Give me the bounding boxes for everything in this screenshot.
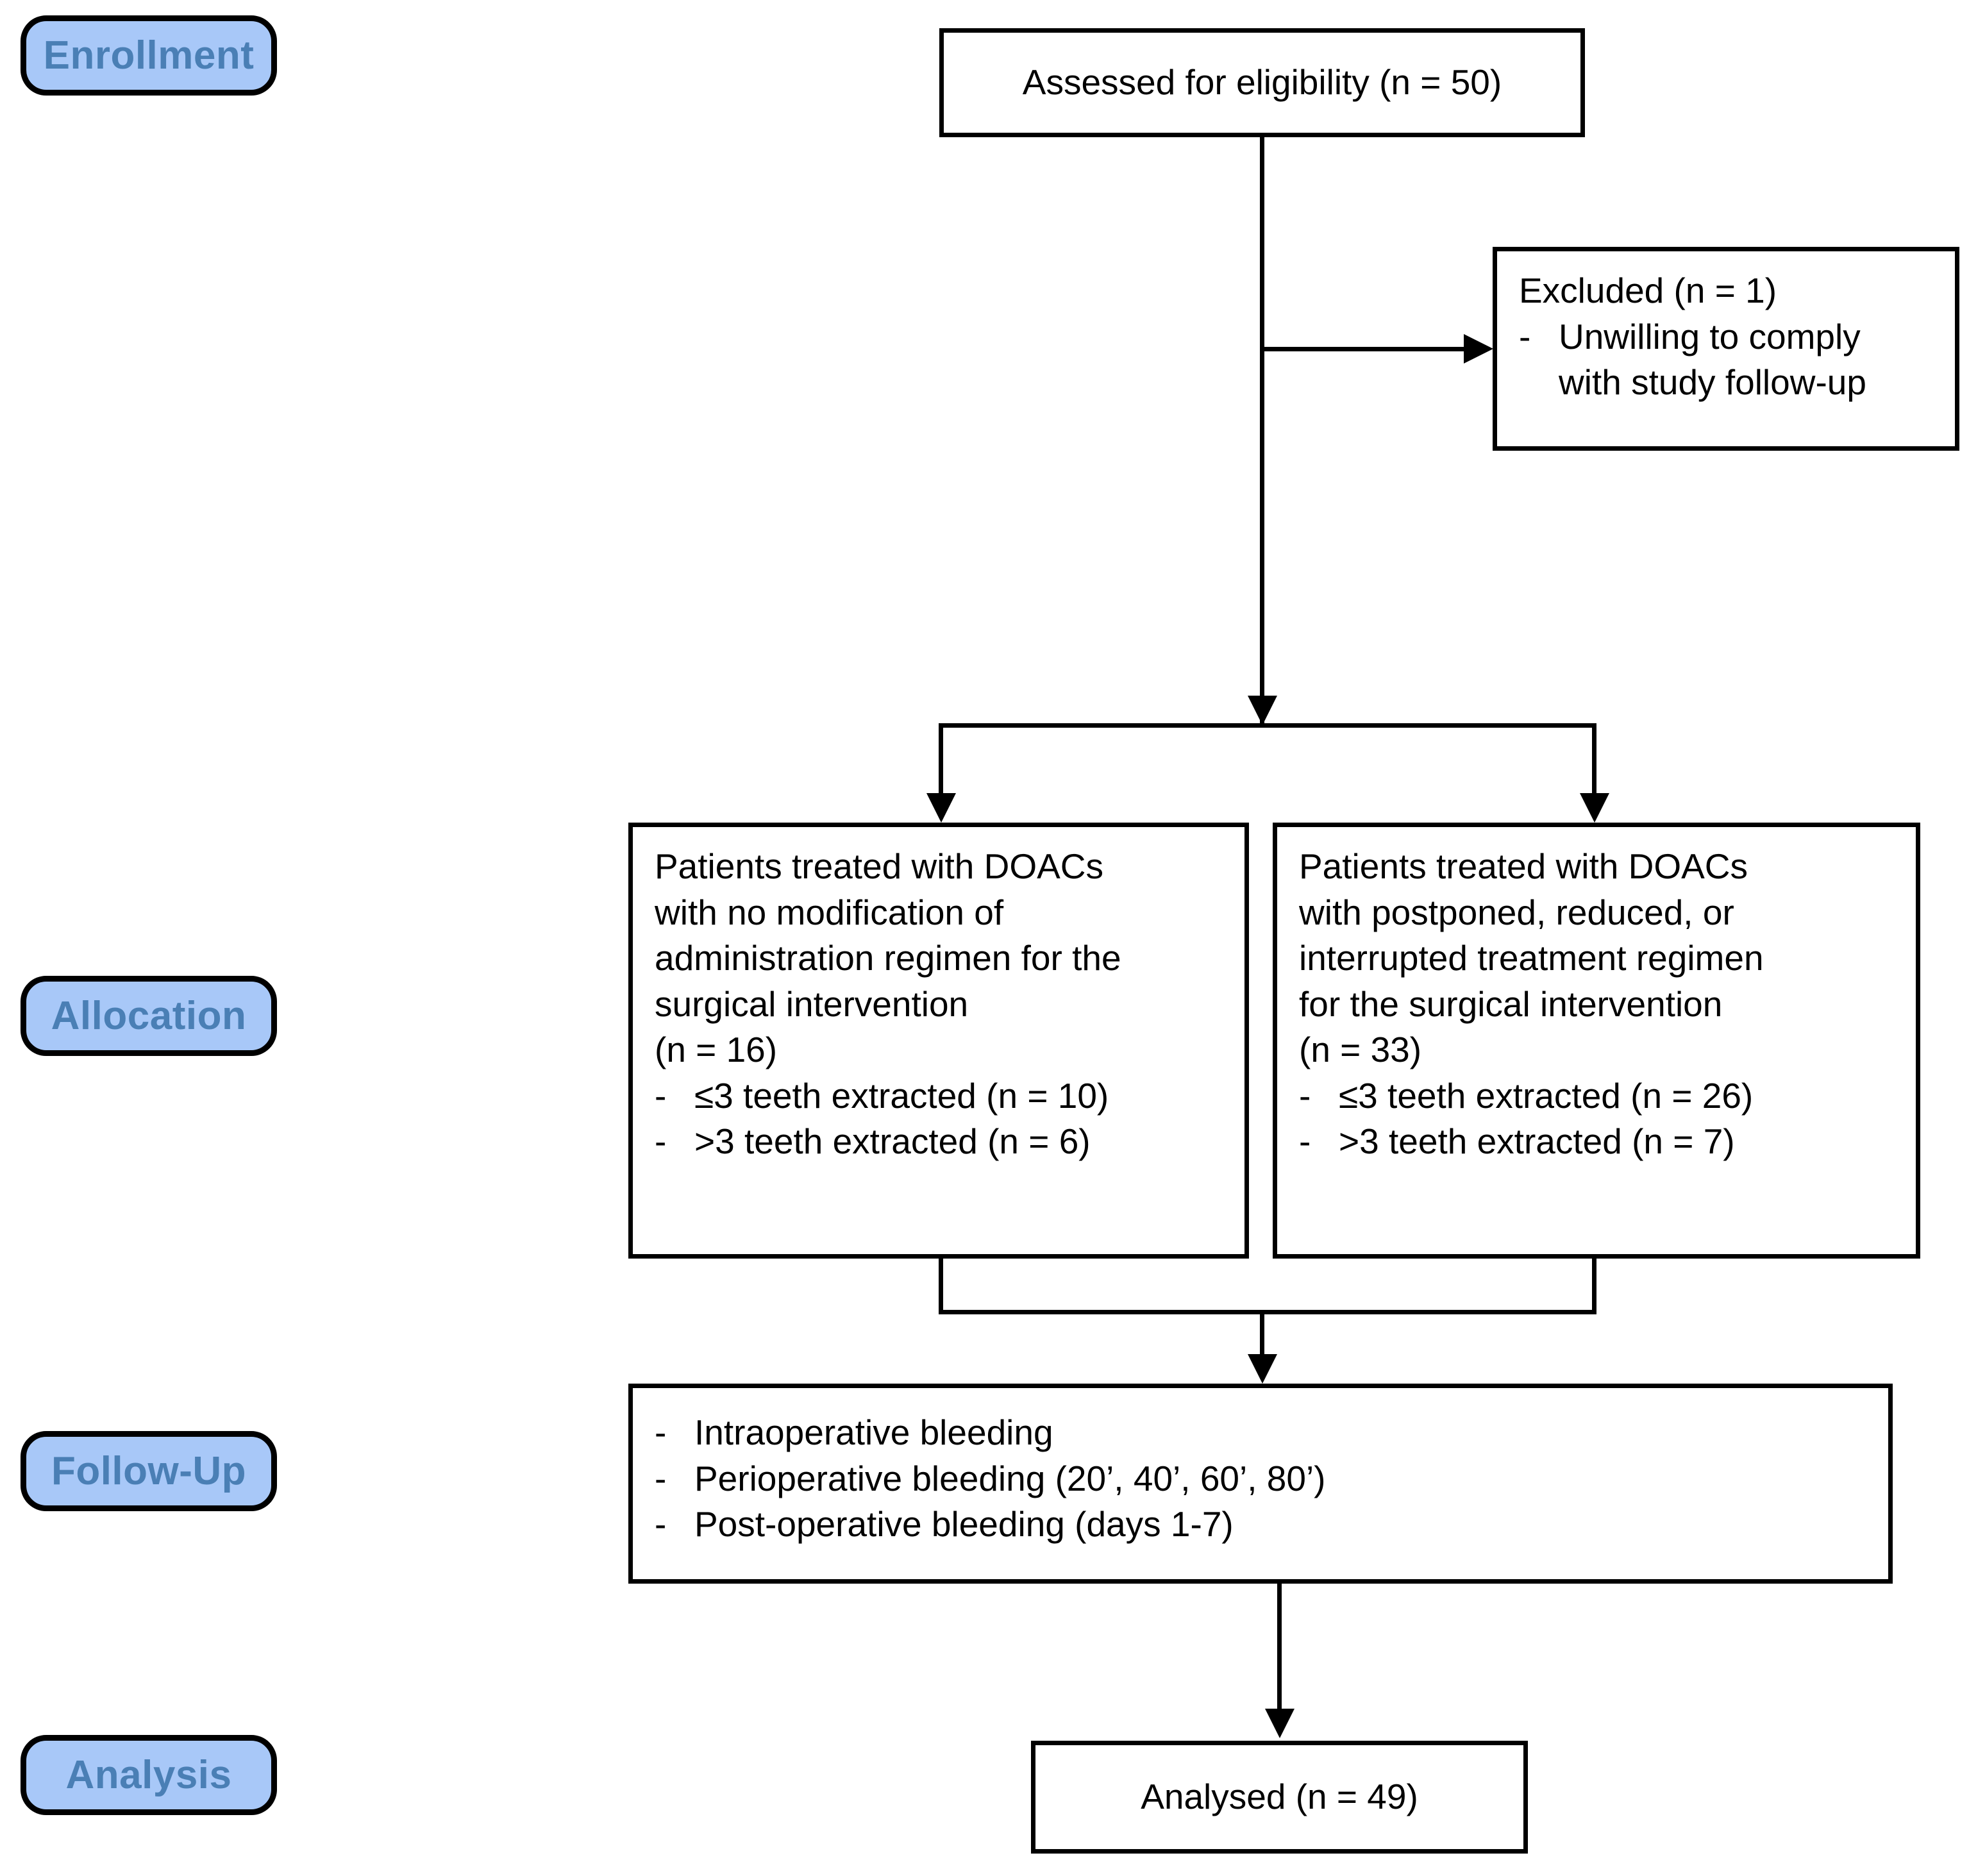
stage-label-text: Enrollment bbox=[43, 33, 255, 78]
arm-right-count: (n = 33) bbox=[1299, 1030, 1422, 1069]
arm-left-bullet-2: >3 teeth extracted (n = 6) bbox=[694, 1121, 1091, 1161]
connector-split-to-left-arm bbox=[939, 723, 943, 799]
stage-label-text: Allocation bbox=[51, 993, 247, 1038]
bullet-dash-icon: - bbox=[655, 1504, 667, 1544]
connector-followup-to-analysed bbox=[1277, 1584, 1282, 1712]
followup-item-row: - Perioperative bleeding (20’, 40’, 60’,… bbox=[655, 1456, 1866, 1502]
arm-right-line4: for the surgical intervention bbox=[1299, 984, 1723, 1024]
bullet-dash-icon: - bbox=[655, 1458, 667, 1498]
connector-allocation-split-bar bbox=[939, 723, 1596, 728]
arm-right-line2: with postponed, reduced, or bbox=[1299, 892, 1734, 932]
arm-right-line3: interrupted treatment regimen bbox=[1299, 938, 1764, 978]
followup-item-2: Perioperative bleeding (20’, 40’, 60’, 8… bbox=[694, 1458, 1326, 1498]
arrow-down-icon bbox=[1248, 1354, 1277, 1384]
bullet-dash-icon: - bbox=[1299, 1075, 1311, 1116]
node-assessed-for-eligibility: Assessed for eligibility (n = 50) bbox=[939, 28, 1585, 137]
stage-label-text: Follow-Up bbox=[51, 1448, 247, 1493]
followup-item-row: - Post-operative bleeding (days 1-7) bbox=[655, 1502, 1866, 1548]
arm-left-line2: with no modification of bbox=[655, 892, 1004, 932]
stage-label-allocation: Allocation bbox=[21, 976, 277, 1056]
arm-left-line4: surgical intervention bbox=[655, 984, 969, 1024]
excluded-reason-line2: with study follow-up bbox=[1559, 362, 1866, 402]
excluded-reason-row: - Unwilling to comply with study follow-… bbox=[1519, 314, 1933, 406]
arm-right-bullet-1: ≤3 teeth extracted (n = 26) bbox=[1339, 1075, 1754, 1116]
arrow-right-icon bbox=[1464, 334, 1493, 364]
arrow-down-icon bbox=[1265, 1709, 1295, 1738]
node-arm-modified-regimen: Patients treated with DOACs with postpon… bbox=[1273, 823, 1920, 1259]
arrow-down-icon bbox=[1248, 696, 1277, 725]
connector-merge-to-followup bbox=[1260, 1310, 1264, 1358]
analysed-text: Analysed (n = 49) bbox=[1141, 1777, 1418, 1817]
excluded-title: Excluded (n = 1) bbox=[1519, 271, 1777, 310]
stage-label-analysis: Analysis bbox=[21, 1735, 277, 1815]
arm-right-bullet-row: - ≤3 teeth extracted (n = 26) bbox=[1299, 1073, 1894, 1119]
connector-merge-bar bbox=[939, 1310, 1596, 1314]
connector-excluded-branch bbox=[1262, 347, 1464, 351]
connector-right-arm-to-merge bbox=[1592, 1259, 1596, 1314]
bullet-dash-icon: - bbox=[1299, 1121, 1311, 1161]
bullet-dash-icon: - bbox=[655, 1075, 667, 1116]
bullet-dash-icon: - bbox=[1519, 316, 1531, 356]
arrow-down-icon bbox=[1580, 793, 1609, 823]
excluded-reason-line1: Unwilling to comply bbox=[1559, 316, 1861, 356]
followup-item-3: Post-operative bleeding (days 1-7) bbox=[694, 1504, 1234, 1544]
connector-split-to-right-arm bbox=[1592, 723, 1596, 799]
connector-left-arm-to-merge bbox=[939, 1259, 943, 1314]
connector-assessed-to-split bbox=[1260, 137, 1264, 724]
followup-item-row: - Intraoperative bleeding bbox=[655, 1410, 1866, 1456]
arm-right-bullet-2: >3 teeth extracted (n = 7) bbox=[1339, 1121, 1735, 1161]
arrow-down-icon bbox=[926, 793, 956, 823]
arm-left-line3: administration regimen for the bbox=[655, 938, 1121, 978]
arm-left-count: (n = 16) bbox=[655, 1030, 778, 1069]
assessed-text: Assessed for eligibility (n = 50) bbox=[1022, 62, 1502, 103]
node-arm-no-modification: Patients treated with DOACs with no modi… bbox=[628, 823, 1249, 1259]
bullet-dash-icon: - bbox=[655, 1412, 667, 1452]
followup-item-1: Intraoperative bleeding bbox=[694, 1412, 1053, 1452]
node-followup-outcomes: - Intraoperative bleeding - Perioperativ… bbox=[628, 1384, 1893, 1584]
arm-right-bullet-row: - >3 teeth extracted (n = 7) bbox=[1299, 1119, 1894, 1165]
bullet-dash-icon: - bbox=[655, 1121, 667, 1161]
arm-left-line1: Patients treated with DOACs bbox=[655, 846, 1104, 886]
arm-left-bullet-row: - >3 teeth extracted (n = 6) bbox=[655, 1119, 1223, 1165]
node-excluded: Excluded (n = 1) - Unwilling to comply w… bbox=[1493, 247, 1959, 451]
arm-left-bullet-1: ≤3 teeth extracted (n = 10) bbox=[694, 1075, 1109, 1116]
arm-right-line1: Patients treated with DOACs bbox=[1299, 846, 1748, 886]
arm-left-bullet-row: - ≤3 teeth extracted (n = 10) bbox=[655, 1073, 1223, 1119]
node-analysed: Analysed (n = 49) bbox=[1031, 1741, 1528, 1854]
stage-label-enrollment: Enrollment bbox=[21, 15, 277, 96]
stage-label-followup: Follow-Up bbox=[21, 1431, 277, 1511]
stage-label-text: Analysis bbox=[65, 1752, 232, 1797]
